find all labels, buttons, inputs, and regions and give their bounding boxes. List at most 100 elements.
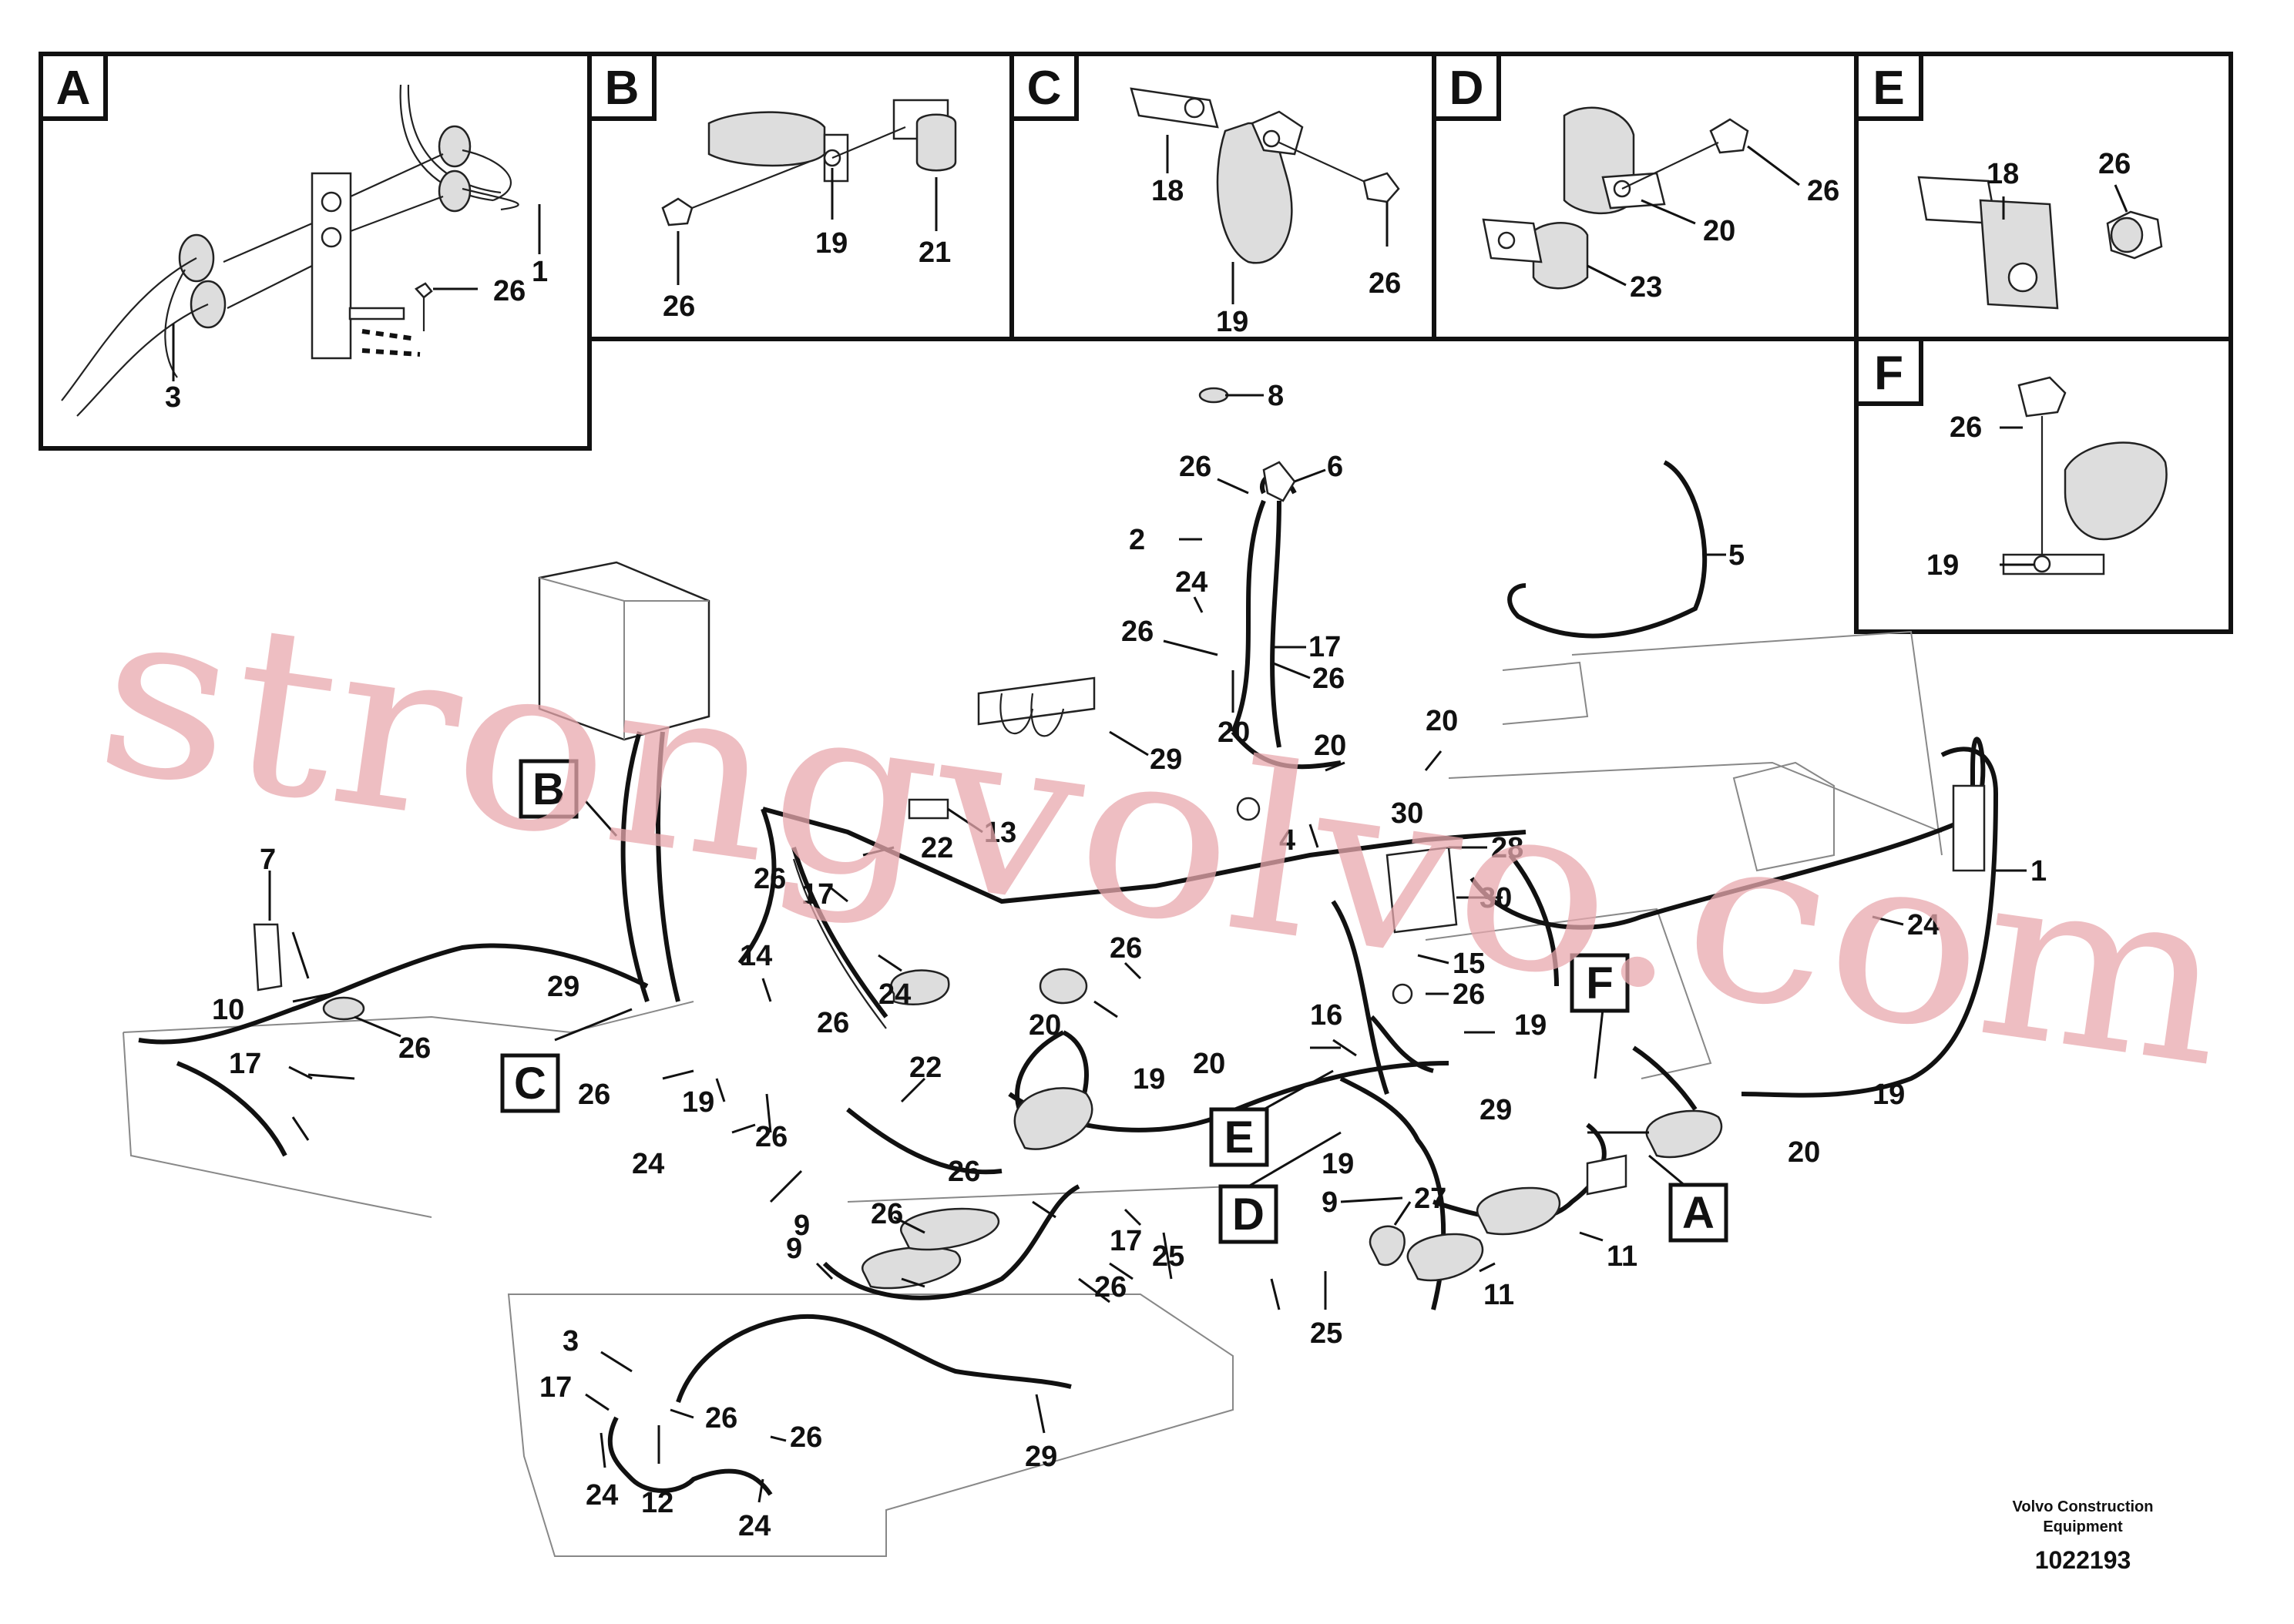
panel-F-drawing	[2000, 376, 2168, 575]
panel-F-letter: F	[1874, 347, 1903, 400]
callout-number: 19	[682, 1086, 714, 1119]
callout-number: 10	[212, 994, 244, 1026]
callout-number: 19	[1514, 1009, 1547, 1042]
callout-number: 1	[2030, 855, 2047, 887]
callout-number: 17	[801, 878, 834, 911]
callout-number: 24	[738, 1510, 771, 1542]
panel-A-tag: A	[39, 52, 108, 121]
callout-number: 22	[921, 832, 953, 864]
callout-number: 5	[1728, 539, 1745, 572]
panel-E-drawing	[1917, 176, 2163, 310]
label-B-26: 26	[663, 290, 695, 323]
callout-number: 30	[1391, 797, 1423, 830]
callout-number: 20	[1193, 1048, 1225, 1080]
callout-number: 24	[1907, 909, 1940, 941]
callout-E-letter: E	[1224, 1112, 1254, 1163]
label-B-19: 19	[815, 227, 848, 260]
panel-E-letter: E	[1872, 62, 1904, 115]
callout-number: 26	[1110, 932, 1142, 965]
label-C-18: 18	[1151, 175, 1184, 207]
callout-number: 20	[1426, 705, 1458, 737]
callout-number: 25	[1310, 1317, 1342, 1350]
callout-number: 20	[1314, 730, 1346, 762]
callout-number: 30	[1480, 882, 1512, 914]
callout-box-C: C	[500, 1053, 560, 1113]
panel-C-drawing	[1130, 87, 1400, 304]
callout-number: 19	[1322, 1148, 1354, 1180]
panel-C-letter: C	[1027, 62, 1062, 115]
drawing-number: 1022193	[2035, 1546, 2131, 1574]
callout-number: 16	[1310, 999, 1342, 1032]
callout-number: 26	[1453, 978, 1485, 1011]
callout-number: 9	[794, 1210, 810, 1242]
company-name-line2: Equipment	[2043, 1518, 2123, 1535]
callout-number: 12	[641, 1487, 673, 1519]
label-D-26: 26	[1807, 175, 1839, 207]
callout-number: 29	[1150, 743, 1182, 776]
callout-B-letter: B	[532, 764, 565, 814]
callout-number: 24	[632, 1148, 664, 1180]
callout-box-F: F	[1570, 953, 1630, 1013]
callout-number: 26	[790, 1421, 822, 1454]
callout-number: 24	[1175, 566, 1207, 599]
callout-box-B: B	[519, 759, 579, 819]
callout-number: 19	[1872, 1079, 1905, 1111]
callout-number: 26	[754, 863, 786, 895]
callout-number: 29	[547, 971, 579, 1003]
panel-B-drawing	[661, 99, 957, 285]
panel-D-tag: D	[1432, 52, 1501, 121]
callout-C-letter: C	[514, 1059, 546, 1109]
label-C-19: 19	[1216, 306, 1248, 338]
main-callout-numbers: 8 26 6 2 5 24 26 17 26 20 29 20 20 13 30…	[212, 380, 2047, 1542]
company-name-line1: Volvo Construction	[2013, 1498, 2154, 1515]
label-F-19: 19	[1926, 549, 1959, 582]
callout-number: 15	[1453, 948, 1485, 980]
callout-number: 3	[563, 1325, 579, 1357]
detail-panel-frames	[39, 52, 2233, 634]
label-A-26: 26	[493, 275, 526, 307]
panel-A-drawing	[61, 84, 541, 417]
callout-number: 26	[1312, 663, 1345, 695]
panel-F-tag: F	[1854, 337, 1923, 406]
main-assembly-drawing	[123, 387, 1999, 1557]
callout-number: 26	[871, 1198, 903, 1230]
callout-F-letter: F	[1586, 958, 1613, 1008]
callout-number: 29	[1480, 1094, 1512, 1126]
label-F-26: 26	[1950, 411, 1982, 444]
callout-box-D: D	[1218, 1184, 1278, 1244]
callout-number: 19	[1133, 1063, 1165, 1096]
callout-D-letter: D	[1232, 1189, 1265, 1240]
callout-number: 14	[740, 940, 772, 972]
label-A-3: 3	[165, 381, 181, 414]
callout-number: 22	[909, 1052, 942, 1084]
panel-labels: 26 1 3 19 21 26 18 19 26 26 20 23 18 26 …	[165, 148, 2131, 582]
label-C-26: 26	[1369, 267, 1401, 300]
callout-number: 9	[1322, 1186, 1338, 1219]
callout-number: 2	[1129, 524, 1145, 556]
callout-number: 28	[1491, 832, 1523, 864]
callout-number: 25	[1152, 1240, 1184, 1273]
panel-D-drawing	[1482, 106, 1800, 290]
callout-number: 26	[398, 1032, 431, 1065]
label-B-21: 21	[919, 237, 951, 269]
callout-number: 8	[1268, 380, 1284, 412]
callout-number: 17	[229, 1048, 261, 1080]
callout-number: 17	[539, 1371, 572, 1404]
callout-number: 26	[1094, 1271, 1127, 1304]
panel-E-tag: E	[1854, 52, 1923, 121]
callout-number: 26	[1121, 616, 1154, 648]
callout-number: 26	[755, 1121, 788, 1153]
callout-number: 17	[1110, 1225, 1142, 1257]
callout-number: 17	[1308, 631, 1341, 663]
panel-C-tag: C	[1009, 52, 1079, 121]
footer-credit: Volvo Construction Equipment 1022193	[2013, 1498, 2154, 1574]
callout-number: 20	[1788, 1136, 1820, 1169]
callout-A-letter: A	[1682, 1188, 1715, 1238]
panel-A-letter: A	[56, 62, 91, 115]
callout-number: 29	[1025, 1441, 1057, 1473]
callout-number: 26	[817, 1007, 849, 1039]
callout-number: 7	[260, 844, 276, 876]
callout-number: 24	[878, 978, 911, 1011]
